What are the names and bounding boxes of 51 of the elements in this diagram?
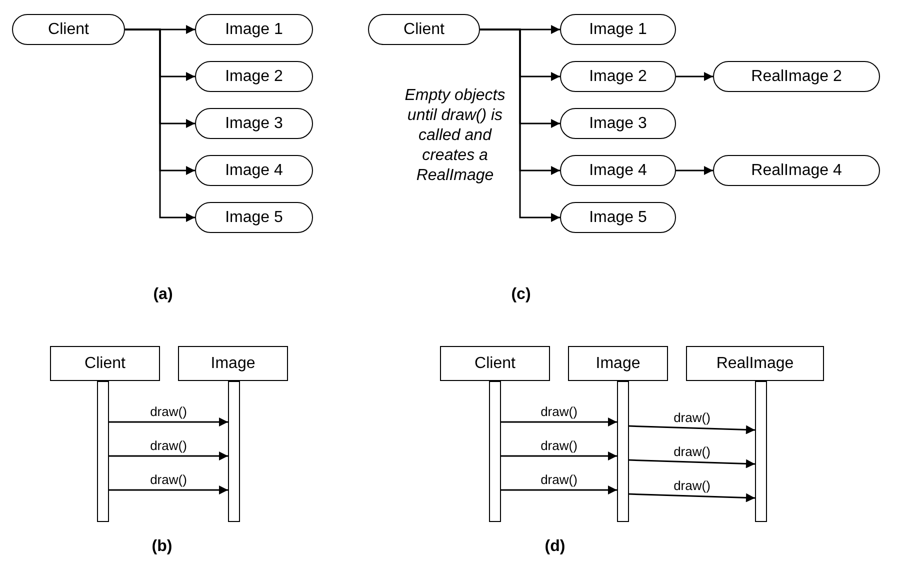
arrow (109, 486, 228, 494)
arrow (628, 493, 756, 502)
panel-label: (d) (544, 538, 566, 556)
arrow (628, 459, 756, 468)
rounded-box: Client (368, 14, 480, 45)
panel-label: (c) (510, 286, 532, 304)
lifeline-bar (97, 381, 109, 522)
rounded-box: Image 1 (195, 14, 313, 45)
arrow (109, 452, 228, 460)
note: Empty objects until draw() is called and creates a RealImage (404, 86, 506, 186)
edge-label: draw() (674, 478, 710, 493)
rounded-box: Image 4 (560, 155, 676, 186)
object-box: RealImage (686, 346, 824, 381)
arrow (501, 418, 617, 426)
object-box: Client (50, 346, 160, 381)
panel-label: (b) (150, 538, 174, 556)
lifeline-bar (489, 381, 501, 522)
object-box: Image (178, 346, 288, 381)
arrow (676, 72, 713, 81)
edge-label: draw() (150, 472, 187, 487)
lifeline-bar (228, 381, 240, 522)
rounded-box: Image 2 (195, 61, 313, 92)
rounded-box: Image 2 (560, 61, 676, 92)
edge-label: draw() (150, 404, 187, 419)
edge-label: draw() (540, 438, 578, 453)
edge-label: draw() (150, 438, 187, 453)
rounded-box: Image 3 (560, 108, 676, 139)
rounded-box: RealImage 2 (713, 61, 880, 92)
arrow (628, 425, 756, 434)
rounded-box: RealImage 4 (713, 155, 880, 186)
edge-label: draw() (540, 404, 578, 419)
edge-label: draw() (540, 472, 578, 487)
lifeline-bar (617, 381, 629, 522)
object-box: Image (568, 346, 668, 381)
arrow (676, 166, 713, 175)
arrow (125, 28, 195, 222)
object-box: Client (440, 346, 550, 381)
edge-label: draw() (674, 410, 710, 425)
arrow (501, 452, 617, 460)
rounded-box: Image 1 (560, 14, 676, 45)
arrow (109, 418, 228, 426)
rounded-box: Client (12, 14, 125, 45)
arrow (501, 486, 617, 494)
edge-label: draw() (674, 444, 710, 459)
lifeline-bar (755, 381, 767, 522)
rounded-box: Image 5 (195, 202, 313, 233)
rounded-box: Image 5 (560, 202, 676, 233)
arrow (480, 28, 560, 222)
panel-label: (a) (152, 286, 174, 304)
rounded-box: Image 4 (195, 155, 313, 186)
rounded-box: Image 3 (195, 108, 313, 139)
